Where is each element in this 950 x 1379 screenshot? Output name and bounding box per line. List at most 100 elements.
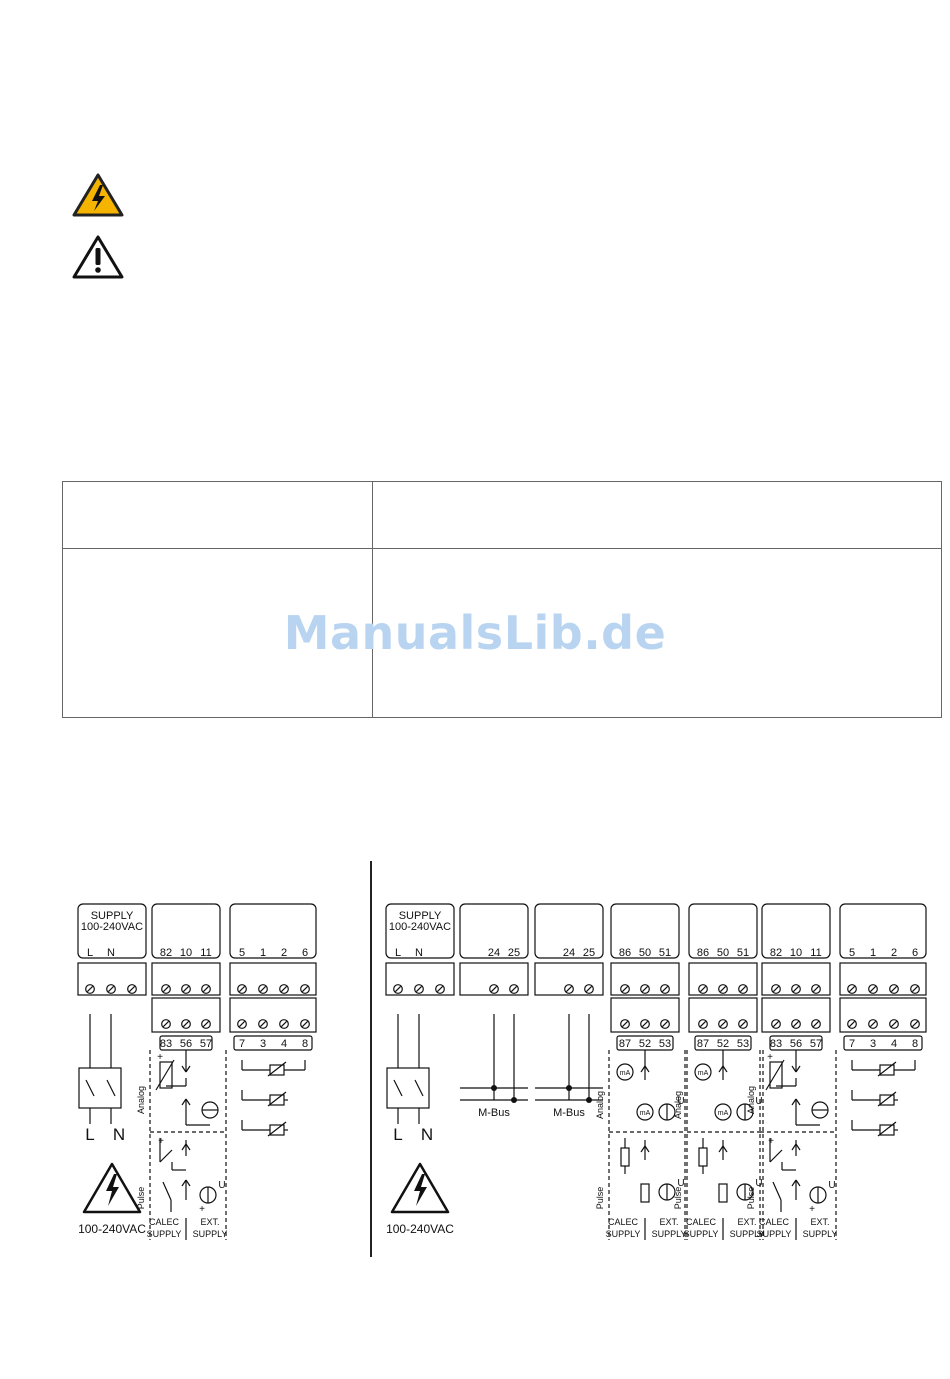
terminal-number-label: 8 bbox=[302, 1038, 308, 1050]
terminal-screw-slot bbox=[621, 1020, 629, 1028]
mains-switch-icon bbox=[386, 1067, 430, 1109]
terminal-screw-slot bbox=[890, 985, 898, 993]
mbus-label: M-Bus bbox=[478, 1107, 510, 1119]
plus-sign: + bbox=[768, 1136, 774, 1147]
voltage-label: U bbox=[755, 1178, 762, 1189]
high-voltage-caption: 100-240VAC bbox=[386, 1222, 454, 1236]
lightning-icon bbox=[414, 1174, 427, 1206]
terminal-strip-lower bbox=[610, 997, 680, 1033]
terminal-screw-slot bbox=[641, 985, 649, 993]
resistor-icon bbox=[620, 1147, 630, 1167]
wire bbox=[795, 1065, 801, 1073]
table-divider-horizontal bbox=[63, 548, 941, 549]
terminal-strip bbox=[761, 962, 831, 996]
switch-contact bbox=[85, 1079, 95, 1097]
terminal-screw-slot bbox=[259, 1020, 267, 1028]
terminal-screw-slot bbox=[869, 1020, 877, 1028]
terminal-number-label: 57 bbox=[200, 1038, 212, 1050]
terminal-screw-slot bbox=[812, 1020, 820, 1028]
terminal-number-label: 83 bbox=[160, 1038, 172, 1050]
terminal-number-label: 57 bbox=[810, 1038, 822, 1050]
table-divider-vertical bbox=[372, 482, 373, 717]
supply-label-1: SUPPLY bbox=[399, 910, 442, 922]
milliamp-meter-icon bbox=[636, 1103, 654, 1121]
terminal-screw-slot bbox=[490, 985, 498, 993]
sensor-arrow bbox=[267, 1121, 287, 1137]
terminal-number-label: 7 bbox=[239, 1038, 245, 1050]
high-voltage-warning-icon bbox=[72, 173, 124, 217]
terminal-screw-slot bbox=[719, 1020, 727, 1028]
terminal-screw-slot bbox=[890, 1020, 898, 1028]
wire bbox=[722, 1145, 728, 1153]
terminal-screw-slot bbox=[812, 985, 820, 993]
terminal-number-label: 53 bbox=[659, 1038, 671, 1050]
potentiometer-arrow bbox=[765, 1059, 785, 1091]
supply-label-2: 100-240VAC bbox=[81, 921, 143, 933]
wire bbox=[185, 1179, 191, 1187]
terminal-number-label: 24 bbox=[488, 947, 500, 959]
terminal-strip-lower bbox=[229, 997, 317, 1033]
milliamp-label: mA bbox=[640, 1110, 651, 1117]
wire bbox=[185, 1098, 191, 1106]
terminal-number-label: 82 bbox=[160, 947, 172, 959]
switch-contact bbox=[162, 1181, 172, 1201]
terminal-screw-slot bbox=[911, 985, 919, 993]
terminal-screw-slot bbox=[259, 985, 267, 993]
terminal-screw-slot bbox=[394, 985, 402, 993]
ext-label: EXT. bbox=[737, 1217, 756, 1227]
supply-label-2: 100-240VAC bbox=[389, 921, 451, 933]
potentiometer-arrow bbox=[155, 1059, 175, 1091]
wire bbox=[640, 1065, 646, 1073]
terminal-screw-slot bbox=[107, 985, 115, 993]
terminal-strip-lower bbox=[688, 997, 758, 1033]
sensor-arrow bbox=[267, 1061, 287, 1077]
wire bbox=[181, 1179, 187, 1187]
terminal-number-label: 52 bbox=[717, 1038, 729, 1050]
terminal-screw-slot bbox=[280, 1020, 288, 1028]
milliamp-label: mA bbox=[698, 1070, 709, 1077]
junction-dot bbox=[491, 1085, 497, 1091]
mains-L-label: L bbox=[393, 1125, 402, 1144]
mains-switch-icon bbox=[78, 1067, 122, 1109]
terminal-number-label: 50 bbox=[717, 947, 729, 959]
sensor-arrow bbox=[877, 1091, 897, 1107]
milliamp-meter-icon bbox=[616, 1063, 634, 1081]
terminal-number-label: 56 bbox=[790, 1038, 802, 1050]
terminal-screw-slot bbox=[661, 1020, 669, 1028]
sensor-arrow bbox=[877, 1121, 897, 1137]
terminal-number-box bbox=[233, 1035, 313, 1051]
milliamp-meter-icon bbox=[694, 1063, 712, 1081]
calec-supply-label: SUPPLY bbox=[757, 1229, 792, 1239]
ext-label: EXT. bbox=[659, 1217, 678, 1227]
wire bbox=[791, 1098, 797, 1106]
junction-dot bbox=[586, 1097, 592, 1103]
calec-label: CALEC bbox=[686, 1217, 717, 1227]
calec-label: CALEC bbox=[149, 1217, 180, 1227]
terminal-block bbox=[151, 903, 221, 959]
wire bbox=[181, 1143, 187, 1151]
terminal-number-label: 2 bbox=[281, 947, 287, 959]
terminal-number-label: 51 bbox=[659, 947, 671, 959]
terminal-screw-slot bbox=[739, 985, 747, 993]
voltage-label: U bbox=[828, 1180, 835, 1191]
wire bbox=[791, 1179, 797, 1187]
terminal-number-label: 53 bbox=[737, 1038, 749, 1050]
terminal-screw-slot bbox=[699, 1020, 707, 1028]
mains-N-label: N bbox=[113, 1125, 125, 1144]
terminal-number-label: 87 bbox=[619, 1038, 631, 1050]
terminal-screw-slot bbox=[238, 985, 246, 993]
terminal-strip-lower bbox=[761, 997, 831, 1033]
ext-supply-label: SUPPLY bbox=[730, 1229, 765, 1239]
resistor-icon bbox=[640, 1183, 650, 1203]
analog-label: Analog bbox=[136, 1086, 146, 1114]
terminal-number-label: 2 bbox=[891, 947, 897, 959]
terminal-strip bbox=[688, 962, 758, 996]
wire bbox=[181, 1065, 187, 1073]
terminal-screw-slot bbox=[162, 985, 170, 993]
wire bbox=[718, 1145, 724, 1153]
plus-sign: + bbox=[158, 1136, 164, 1147]
terminal-screw-slot bbox=[565, 985, 573, 993]
switch-contact bbox=[159, 1149, 173, 1163]
switch-contact bbox=[769, 1149, 783, 1163]
wire bbox=[795, 1098, 801, 1106]
